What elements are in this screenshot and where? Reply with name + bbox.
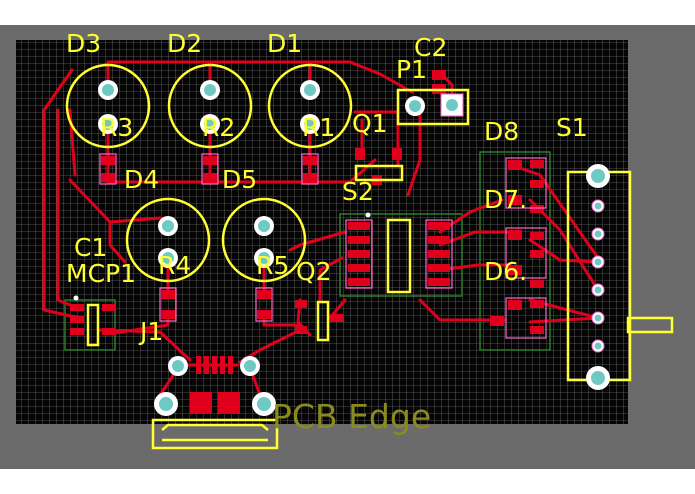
label-R1: R1 xyxy=(302,113,335,142)
led-outlines xyxy=(65,63,353,283)
label-D4: D4 xyxy=(124,165,159,194)
smd-pads xyxy=(70,70,544,414)
label-R4: R4 xyxy=(158,251,191,280)
label-MCP1: MCP1 xyxy=(66,259,136,288)
board-area[interactable] xyxy=(16,40,628,424)
label-S2: S2 xyxy=(342,177,374,206)
label-D7: D7. xyxy=(484,185,527,214)
label-D1: D1 xyxy=(267,29,302,58)
label-C2: C2 xyxy=(414,33,447,62)
label-S1: S1 xyxy=(556,113,588,142)
label-Q1: Q1 xyxy=(352,109,388,138)
pad-outlines xyxy=(99,153,547,339)
label-D6: D6. xyxy=(484,257,527,286)
label-R5: R5 xyxy=(256,251,289,280)
label-D3: D3 xyxy=(66,29,101,58)
board-edge-label: PCB Edge xyxy=(272,397,431,436)
label-J1: J1 xyxy=(138,317,163,346)
courtyards xyxy=(64,151,551,351)
label-Q2: Q2 xyxy=(296,257,332,286)
label-D8: D8 xyxy=(484,117,519,146)
through-hole-pads xyxy=(73,80,610,416)
silkscreen-labels: D3 D2 D1 C2 P1 Q1 D8 S1 R3 R2 R1 D4 D5 S… xyxy=(66,29,588,436)
label-C1: C1 xyxy=(74,233,107,262)
label-R3: R3 xyxy=(100,113,133,142)
label-D5: D5 xyxy=(222,165,257,194)
label-R2: R2 xyxy=(202,113,235,142)
label-P1: P1 xyxy=(396,55,427,84)
label-D2: D2 xyxy=(167,29,202,58)
